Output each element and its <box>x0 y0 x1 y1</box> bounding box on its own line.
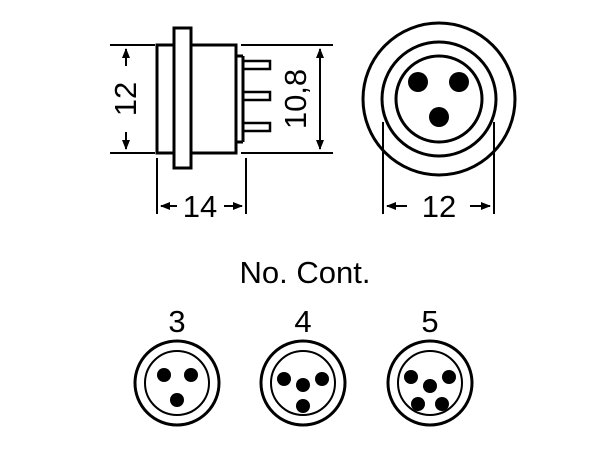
front-view-outer-ring <box>361 21 517 177</box>
dim-face-diameter-label: 12 <box>422 189 456 224</box>
front-view-contacts <box>408 72 469 127</box>
variant-count-label: 5 <box>421 304 438 339</box>
side-view-pin-top <box>241 59 272 71</box>
side-view-extension-lines <box>110 44 333 214</box>
variant-inner-ring <box>144 350 210 416</box>
dim-pin-span: 10,8 <box>278 48 324 150</box>
variant-count-label: 3 <box>168 304 185 339</box>
variant-contact <box>435 397 449 411</box>
dim-body-length: 14 <box>160 189 243 224</box>
variant-5-contacts: 5 <box>386 304 474 427</box>
contacts-heading: No. Cont. <box>240 255 371 290</box>
variant-inner-ring <box>397 350 463 416</box>
variant-contact <box>411 397 425 411</box>
dim-side-height: 12 <box>108 48 143 150</box>
variant-contact <box>315 372 329 386</box>
side-view-body <box>189 43 238 155</box>
variant-outer-ring <box>386 339 474 427</box>
dim-side-height-label: 12 <box>108 82 143 116</box>
front-view-insert <box>394 54 484 144</box>
variant-contact <box>157 368 171 382</box>
variant-count-label: 4 <box>294 304 311 339</box>
variant-outer-ring <box>259 339 347 427</box>
variant-contact <box>184 368 198 382</box>
variant-contact <box>296 378 310 392</box>
side-view <box>155 26 272 170</box>
front-view-extension-lines <box>382 122 495 214</box>
side-view-pin-mid <box>241 90 272 102</box>
variant-inner-ring <box>270 350 336 416</box>
dim-body-length-label: 14 <box>183 189 217 224</box>
dim-pin-span-label: 10,8 <box>278 69 313 129</box>
front-view-contact <box>449 72 469 92</box>
front-view <box>361 21 517 177</box>
variant-contact <box>296 399 310 413</box>
front-view-contact <box>408 72 428 92</box>
variant-contact <box>423 379 437 393</box>
side-view-flange <box>155 43 176 155</box>
variant-4-contacts: 4 <box>259 304 347 427</box>
side-view-pin-bot <box>241 121 272 133</box>
variant-contact <box>170 393 184 407</box>
variant-contact <box>404 370 418 384</box>
variant-3-contacts: 3 <box>133 304 221 427</box>
variant-contact <box>277 372 291 386</box>
variant-contact <box>442 370 456 384</box>
side-view-nut <box>172 26 193 170</box>
front-view-inner-ring <box>380 40 498 158</box>
dim-face-diameter: 12 <box>386 189 491 224</box>
front-view-contact <box>429 107 449 127</box>
variant-outer-ring <box>133 339 221 427</box>
